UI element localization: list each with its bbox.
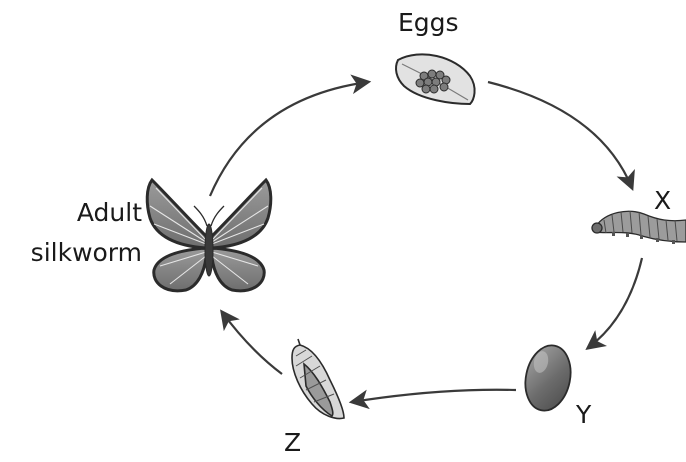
label-adult-line2: silkworm (0, 238, 142, 268)
butterfly-body (205, 224, 213, 276)
left-antenna (194, 206, 207, 226)
cocoon-shape (520, 341, 577, 415)
cycle-arrows (210, 82, 642, 402)
arrow-adult-to-eggs (210, 82, 368, 196)
label-z: Z (284, 428, 301, 458)
pupa-tip (298, 339, 300, 345)
label-eggs: Eggs (398, 8, 459, 38)
caterpillar-larva-icon (592, 211, 686, 244)
caterpillar-head (592, 223, 602, 233)
arrow-z-to-adult (222, 312, 282, 374)
cocoon-icon (520, 341, 577, 415)
right-antenna (211, 206, 224, 226)
arrow-eggs-to-x (488, 82, 632, 188)
label-x: X (654, 186, 671, 216)
right-forewing (212, 180, 271, 248)
arrow-x-to-y (588, 258, 642, 348)
arrow-y-to-z (352, 390, 516, 402)
pupa-icon (292, 339, 344, 418)
butterfly-moth-icon (147, 180, 271, 291)
left-forewing (147, 180, 206, 248)
label-adult-line1: Adult (0, 198, 142, 228)
egg-cluster-on-leaf-icon (396, 54, 475, 104)
label-y: Y (576, 400, 591, 430)
